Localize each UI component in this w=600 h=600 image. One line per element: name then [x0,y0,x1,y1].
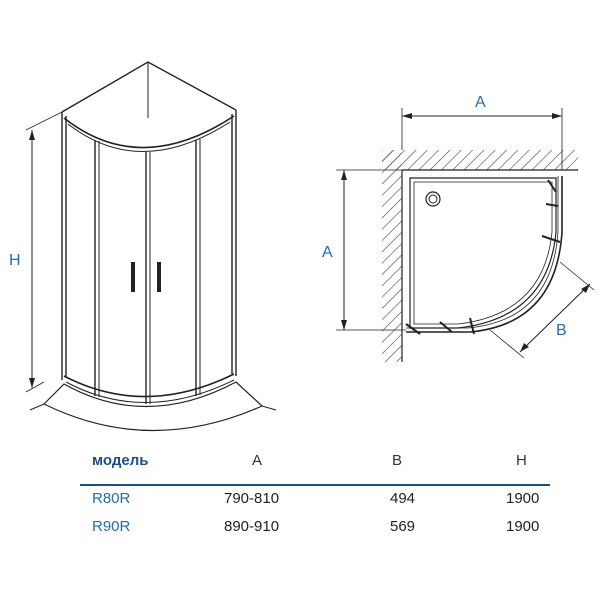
dimension-table: модель A B H R80R 790-810 494 1900 R90R … [92,452,552,546]
wall-left-hatch [382,150,402,362]
top-rail [63,115,235,149]
header-model: модель [92,452,149,469]
plan-width-label-top: A [475,94,486,111]
door-handle-left [131,262,135,292]
drain [425,191,441,207]
door-handle-right [157,262,161,292]
cell-b: 569 [390,518,416,535]
cell-h: 1900 [506,490,540,507]
plan-dim-diag [519,283,591,353]
shower-cabin-drawing [25,61,595,432]
cell-model: R80R [92,490,131,507]
cabin-plan-view [336,108,595,362]
cell-model: R90R [92,518,131,535]
plan-width-label-left: A [322,244,333,261]
cell-b: 494 [390,490,416,507]
cell-a: 890-910 [224,518,280,535]
header-a: A [252,452,263,469]
cabin-roof [61,61,237,113]
cell-h: 1900 [506,518,540,535]
height-label: H [9,252,21,269]
wall-top-hatch [382,150,578,170]
plan-door-arc [406,176,563,333]
table-header-rule [80,484,550,486]
plan-diag-label: B [556,322,567,339]
cell-a: 790-810 [224,490,280,507]
table-row: R90R 890-910 569 1900 [92,518,552,546]
header-h: H [516,452,527,469]
header-b: B [392,452,403,469]
cabin-perspective-view [25,61,277,432]
door-rollers [405,179,561,335]
table-row: R80R 790-810 494 1900 [92,490,552,518]
shower-tray [42,381,264,432]
table-header-row: модель A B H [92,452,552,480]
